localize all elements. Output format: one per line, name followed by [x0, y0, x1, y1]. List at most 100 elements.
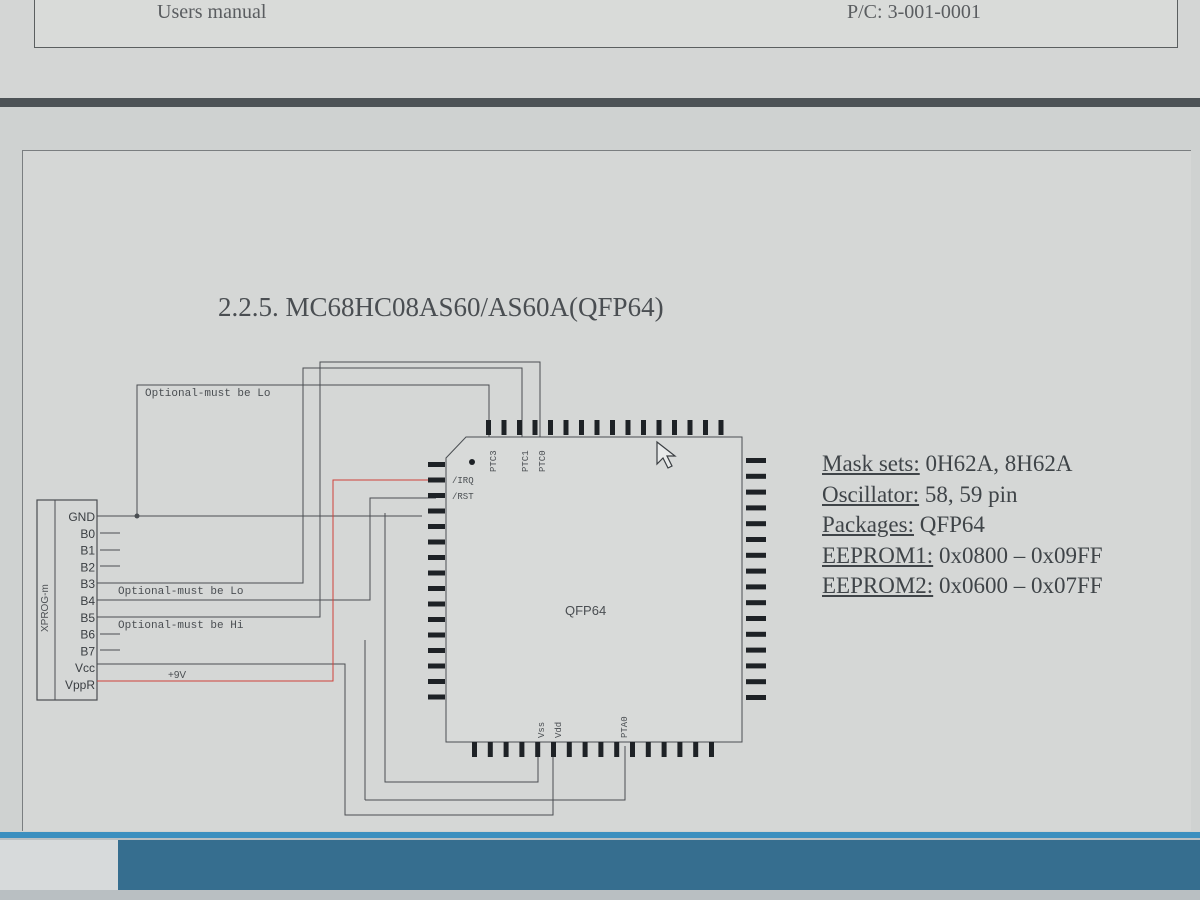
chip-pin-bottom — [487, 742, 493, 757]
document-header: Users manual P/C: 3-001-0001 — [34, 0, 1178, 48]
chip-pin-right — [746, 568, 766, 574]
chip-pin-top — [579, 420, 584, 435]
chip-pin-left — [428, 462, 445, 467]
chip-pin-right — [746, 521, 766, 527]
taskbar[interactable] — [118, 840, 1200, 890]
spec-key: EEPROM1: — [822, 542, 934, 568]
window-border-line — [0, 832, 1200, 838]
pin-label-irq: /IRQ — [452, 476, 474, 486]
chip-pin-left — [428, 679, 445, 684]
chip-pin-right — [746, 505, 766, 511]
chip-pin-top — [641, 420, 646, 435]
section-title: 2.2.5. MC68HC08AS60/AS60A(QFP64) — [218, 292, 664, 322]
chip-pin-top — [610, 420, 615, 435]
chip-pin-top — [594, 420, 600, 435]
connector-pin-b4: B4 — [80, 594, 95, 608]
chip-pin-bottom — [566, 742, 572, 757]
chip-pin-left — [428, 632, 445, 638]
qfp64-chip: QFP64 PTC3 PTC1 PTC0 /IRQ /RST Vss Vdd P… — [428, 420, 766, 757]
chip-pin-bottom — [519, 742, 525, 757]
connector-pin-b0: B0 — [80, 527, 95, 541]
chip-pin-right — [746, 458, 766, 463]
connector-pin-gnd: GND — [68, 510, 95, 524]
chip-pin-left — [428, 477, 445, 483]
connector-pin-b3: B3 — [80, 577, 95, 591]
chip-pin-bottom — [551, 742, 556, 757]
chip-pin-bottom — [472, 742, 477, 757]
chip-pin-left — [428, 524, 445, 529]
chip-pin-top — [517, 420, 522, 435]
b3-wire — [97, 367, 523, 584]
chip-pin-left — [428, 539, 445, 545]
pin-label-ptc0: PTC0 — [538, 450, 548, 472]
chip-pin-top — [718, 420, 724, 435]
chip-name: QFP64 — [565, 603, 606, 618]
chip-pin-right — [746, 473, 766, 479]
chip-pin-right — [746, 647, 766, 653]
pin-label-pta0: PTA0 — [620, 716, 630, 738]
gnd-junction — [134, 513, 140, 519]
b4-wire — [97, 497, 436, 601]
chip-pin-left — [428, 508, 445, 514]
chip-pin-bottom — [503, 742, 509, 757]
spec-row: Mask sets: 0H62A, 8H62A — [822, 449, 1103, 480]
page-top-area: Users manual P/C: 3-001-0001 — [0, 0, 1200, 100]
connector-pin-b6: B6 — [80, 628, 95, 642]
chip-pin-right — [746, 663, 766, 669]
spec-value: 58, 59 pin — [919, 481, 1018, 507]
chip-pin-right — [746, 552, 766, 558]
spec-row: Packages: QFP64 — [822, 510, 1103, 541]
pin-label-vdd: Vdd — [554, 722, 564, 738]
chip-pin-top — [672, 420, 677, 435]
chip-pin-bottom — [582, 742, 588, 757]
chip-pin-left — [428, 586, 445, 591]
chip-pin-bottom — [535, 742, 541, 757]
chip-pin-top — [625, 420, 631, 435]
mouse-cursor-icon — [656, 440, 677, 469]
chip-pin-bottom — [630, 742, 635, 757]
connector-pin-vcc: Vcc — [75, 661, 95, 675]
chip-pin-right — [746, 489, 766, 495]
connector-pin-b7: B7 — [80, 644, 95, 658]
connector-pin-vppr: VppR — [65, 678, 95, 692]
chip-pin-top — [703, 420, 708, 435]
chip-pin-bottom — [709, 742, 714, 757]
pin1-dot — [469, 459, 475, 465]
wire-label-optional-lo: Optional-must be Lo — [118, 586, 243, 598]
spec-key: Packages: — [822, 512, 914, 537]
chip-pin-right — [746, 679, 766, 685]
pin-label-vss: Vss — [537, 722, 547, 738]
chip-pin-right — [746, 695, 766, 700]
chip-pin-bottom — [693, 742, 699, 757]
spec-value: QFP64 — [913, 512, 985, 537]
connector-pin-b1: B1 — [80, 544, 95, 558]
chip-pin-right — [746, 600, 766, 606]
wire-label-optional-hi: Optional-must be Hi — [118, 620, 244, 632]
chip-pin-bottom — [677, 742, 683, 757]
chip-pin-bottom — [661, 742, 667, 757]
page-separator — [0, 98, 1200, 107]
scrollbar-corner — [0, 840, 118, 890]
spec-key: Mask sets: — [822, 451, 920, 476]
spec-value: 0x0800 – 0x09FF — [933, 542, 1103, 568]
connector-pin-b5: B5 — [80, 611, 95, 625]
chip-pin-right — [746, 537, 766, 542]
connector-label: XPROG-m — [40, 584, 51, 632]
chip-pin-right — [746, 584, 766, 590]
chip-pin-right — [746, 616, 766, 621]
chip-pin-left — [428, 493, 445, 498]
vppr-wire — [97, 479, 436, 682]
chip-pin-left — [428, 663, 445, 669]
chip-pin-left — [428, 694, 445, 700]
b5-wire — [97, 361, 541, 618]
wire-label-optional-lo-top: Optional-must be Lo — [145, 388, 270, 400]
chip-pin-bottom — [645, 742, 651, 757]
chip-pin-top — [548, 420, 553, 435]
chip-pin-left — [428, 617, 445, 622]
chip-pin-left — [428, 570, 445, 576]
vcc-wire — [97, 663, 554, 816]
vss-wire — [384, 513, 539, 783]
chip-pin-bottom — [614, 742, 620, 757]
